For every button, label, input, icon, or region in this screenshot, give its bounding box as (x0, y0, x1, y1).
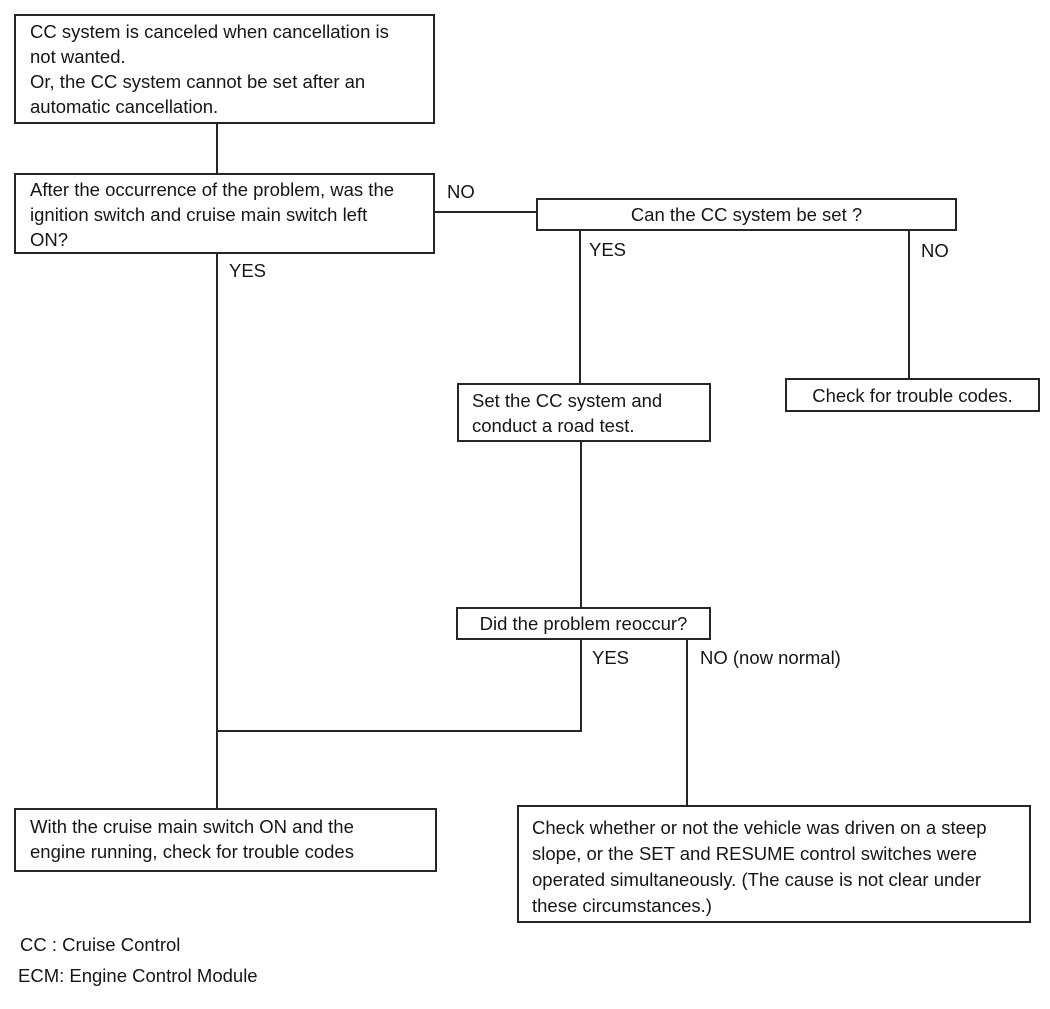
edge-label-ignition-no: NO (447, 181, 475, 202)
connector-ignition-yes-spine (216, 254, 218, 808)
node-ignition-switch-question: After the occurrence of the problem, was… (14, 173, 435, 254)
edge-label-canset-no: NO (921, 240, 949, 261)
edge-label-ignition-yes: YES (229, 260, 267, 281)
edge-label-canset-yes: YES (589, 239, 627, 260)
connector-reoccur-no-vertical (686, 640, 688, 805)
legend-cc-abbreviation: CC : Cruise Control (20, 934, 181, 955)
connector-ignition-no-horizontal (435, 211, 538, 213)
connector-problem-to-ignition (216, 124, 218, 173)
node-main-switch-check-codes: With the cruise main switch ON and the e… (14, 808, 437, 872)
edge-label-reoccur-no: NO (now normal) (700, 647, 841, 668)
connector-roadtest-to-reoccur (580, 442, 582, 607)
edge-label-reoccur-yes: YES (592, 647, 630, 668)
connector-canset-no-vertical (908, 231, 910, 378)
legend-ecm-abbreviation: ECM: Engine Control Module (18, 965, 258, 986)
connector-reoccur-yes-vertical (580, 640, 582, 732)
connector-reoccur-yes-merge-horizontal (216, 730, 582, 732)
node-steep-slope-check: Check whether or not the vehicle was dri… (517, 805, 1031, 923)
node-check-trouble-codes: Check for trouble codes. (785, 378, 1040, 412)
node-problem-reoccur-question: Did the problem reoccur? (456, 607, 711, 640)
node-can-cc-be-set-question: Can the CC system be set ? (536, 198, 957, 231)
node-road-test: Set the CC system and conduct a road tes… (457, 383, 711, 442)
connector-canset-yes-vertical (579, 231, 581, 383)
node-problem-statement: CC system is canceled when cancellation … (14, 14, 435, 124)
